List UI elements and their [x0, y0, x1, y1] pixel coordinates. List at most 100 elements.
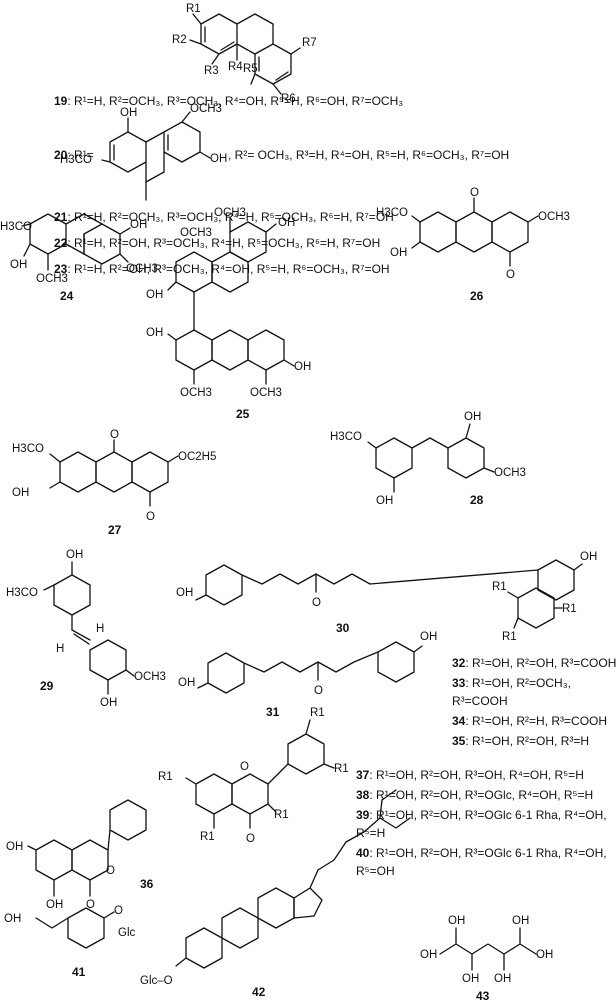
svg-text:H3CO: H3CO	[12, 443, 44, 455]
desc-32: 32: R¹=OH, R²=OH, R³=COOH	[452, 656, 616, 670]
svg-text:OCH3: OCH3	[134, 671, 166, 683]
label-r4: R4	[228, 61, 243, 73]
svg-text:OH: OH	[420, 631, 437, 643]
svg-text:OH: OH	[494, 973, 511, 985]
label-26: 26	[470, 289, 484, 303]
svg-text:OCH3: OCH3	[214, 207, 246, 219]
svg-text:OH: OH	[278, 217, 295, 229]
label-29: 29	[40, 679, 54, 693]
svg-text:OH: OH	[294, 361, 311, 373]
label-31: 31	[266, 705, 280, 719]
svg-text:OH: OH	[176, 587, 193, 599]
svg-text:OH: OH	[10, 259, 27, 271]
label-r5: R5	[243, 63, 258, 75]
structure-24: H3CO OH OH OCH3 OCH3 24	[0, 213, 158, 303]
svg-text:OH: OH	[12, 487, 29, 499]
svg-text:R1: R1	[274, 809, 289, 821]
svg-text:R1: R1	[158, 771, 173, 783]
desc-40: 40: R¹=OH, R²=OH, R³=OGlc 6-1 Rha, R⁴=OH…	[356, 846, 607, 860]
svg-text:O: O	[314, 685, 323, 697]
desc-37: 37: R¹=OH, R²=OH, R³=OH, R⁴=OH, R⁵=H	[356, 768, 584, 782]
label-24: 24	[60, 289, 74, 303]
svg-text:R1: R1	[502, 631, 517, 643]
structure-26: H3CO OH O O OCH3 26	[376, 187, 570, 303]
svg-text:OC2H5: OC2H5	[178, 451, 216, 463]
desc-35: 35: R¹=OH, R²=OH, R³=H	[452, 734, 590, 748]
svg-text:OH: OH	[4, 913, 21, 925]
svg-text:OCH3: OCH3	[190, 103, 222, 115]
svg-text:O: O	[110, 429, 119, 441]
svg-text:OH: OH	[464, 411, 481, 423]
desc-21: 21: R¹=H, R²=OCH₃, R³=OCH₃, R⁴=H, R⁵=OCH…	[54, 210, 394, 224]
label-r1: R1	[186, 3, 201, 15]
svg-text:OH: OH	[120, 107, 137, 119]
svg-text:H: H	[96, 623, 104, 635]
svg-text:O: O	[114, 905, 123, 917]
desc-38: 38: R¹=OH, R²=OH, R³=OGlc, R⁴=OH, R⁵=H	[356, 788, 594, 802]
structure-28: H3CO OH OH OCH3 28	[330, 411, 526, 507]
svg-text:R1: R1	[200, 831, 215, 843]
structure-25: OCH3 OCH3 OH OH OH OCH3 OH OCH3 25	[146, 207, 311, 421]
svg-text:OH: OH	[448, 915, 465, 927]
svg-text:H3CO: H3CO	[330, 431, 362, 443]
svg-text:OH: OH	[420, 949, 437, 961]
svg-text:OH: OH	[66, 549, 83, 561]
svg-text:OCH3: OCH3	[180, 227, 212, 239]
structure-27: H3CO OH O O OC2H5 27	[12, 429, 216, 537]
svg-text:OH: OH	[210, 153, 227, 165]
structure-43: OH OH OH OH OH OH 43	[420, 915, 553, 1003]
structure-41: OH O Glc 41	[4, 905, 136, 979]
label-36: 36	[140, 877, 154, 891]
svg-text:OH: OH	[178, 677, 195, 689]
structure-37-40-flavone: R1 O O R1 R1 R1 R1	[158, 707, 349, 845]
structure-general-dihydrophenanthrene: R1 R2 R3 R4 R5 R6 R7	[172, 3, 317, 105]
svg-text:OH: OH	[6, 841, 23, 853]
svg-text:O: O	[312, 597, 321, 609]
label-28: 28	[470, 493, 484, 507]
label-r7: R7	[302, 37, 317, 49]
label-r2: R2	[172, 34, 187, 46]
svg-text:O: O	[106, 865, 115, 877]
svg-text:OH: OH	[512, 915, 529, 927]
desc-20: 20: R¹=	[54, 148, 94, 162]
desc-39: 39: R¹=OH, R²=OH, R³=OGlc 6-1 Rha, R⁴=OH…	[356, 808, 607, 822]
structure-30: OH O OH 30	[176, 551, 597, 635]
desc-19: 19: R¹=H, R²=OCH₃, R³=OCH₃, R⁴=OH, R⁵=H,…	[54, 94, 404, 108]
structure-31: OH O OH 31	[178, 631, 437, 719]
svg-text:OH: OH	[390, 247, 407, 259]
label-27: 27	[108, 523, 122, 537]
svg-text:Glc: Glc	[118, 927, 136, 939]
svg-text:H3CO: H3CO	[0, 221, 32, 233]
chemical-structures-figure: R1 R2 R3 R4 R5 R6 R7 OH OCH3 OH H3CO	[0, 3, 597, 1003]
svg-text:OH: OH	[580, 551, 597, 563]
label-30: 30	[336, 621, 350, 635]
desc-20b: , R²= OCH₃, R³=H, R⁴=OH, R⁵=H, R⁶=OCH₃, …	[228, 148, 510, 162]
svg-text:OCH3: OCH3	[494, 467, 526, 479]
svg-text:OCH3: OCH3	[250, 387, 282, 399]
svg-text:O: O	[506, 269, 515, 281]
svg-text:H: H	[56, 643, 64, 655]
svg-text:OH: OH	[146, 327, 163, 339]
desc-34: 34: R¹=OH, R²=H, R³=COOH	[452, 714, 608, 728]
svg-text:OH: OH	[46, 899, 63, 911]
svg-text:H3CO: H3CO	[376, 207, 408, 219]
structure-32-35-general: R1 R1 R1	[492, 581, 577, 643]
svg-text:H3CO: H3CO	[6, 587, 38, 599]
svg-text:R1: R1	[562, 603, 577, 615]
svg-text:R1: R1	[334, 763, 349, 775]
label-r3: R3	[204, 65, 219, 77]
svg-text:R1: R1	[492, 581, 507, 593]
svg-text:OH: OH	[100, 697, 117, 709]
structure-29: OH H3CO H H OCH3 OH 29	[6, 549, 166, 709]
structure-42: Glc–O 42	[140, 789, 411, 999]
svg-text:OH: OH	[462, 973, 479, 985]
svg-text:OCH3: OCH3	[36, 273, 68, 285]
label-41: 41	[72, 965, 86, 979]
svg-text:O: O	[86, 899, 95, 911]
svg-text:OH: OH	[146, 289, 163, 301]
desc-33b: R³=COOH	[452, 694, 508, 708]
desc-33: 33: R¹=OH, R²=OCH₃,	[452, 676, 571, 690]
label-43: 43	[476, 989, 490, 1003]
svg-text:H3CO: H3CO	[60, 154, 92, 166]
desc-39b: R⁵=H	[356, 826, 386, 840]
